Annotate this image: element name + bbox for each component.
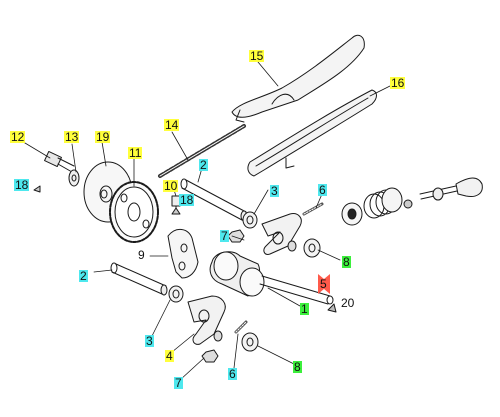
adjust-screw-lower [234, 320, 248, 334]
rocker-arm-upper [261, 213, 302, 255]
cam-plate [167, 229, 199, 279]
callout-1: 1 [300, 302, 309, 316]
timing-chain [158, 124, 246, 178]
callout-18-right: 18 [179, 193, 195, 207]
highlight-marker [318, 274, 330, 294]
callout-7-upper: 7 [220, 229, 229, 243]
callout-8-upper: 8 [342, 255, 351, 269]
callout-6-lower: 6 [228, 367, 237, 381]
callout-4: 4 [165, 349, 174, 363]
leader-lines [19, 61, 391, 381]
washer-part [68, 169, 80, 187]
callout-2-upper: 2 [199, 158, 208, 172]
callout-3-upper: 3 [270, 184, 279, 198]
callout-2-lower: 2 [79, 269, 88, 283]
washer-upper-right [303, 238, 321, 258]
callout-9: 9 [138, 248, 145, 262]
callout-12: 12 [10, 130, 26, 144]
callout-3-lower: 3 [145, 334, 154, 348]
callout-15: 15 [249, 49, 265, 63]
small-bolt [171, 195, 181, 215]
washer-lower [168, 285, 184, 303]
callout-7-lower: 7 [174, 376, 183, 390]
callout-8-lower: 8 [293, 360, 302, 374]
rocker-arm-lower [187, 295, 226, 345]
lock-nut-upper [227, 229, 245, 243]
callout-5: 5 [320, 277, 327, 291]
callout-14: 14 [164, 118, 180, 132]
dowel-pin [327, 303, 337, 313]
callout-16: 16 [390, 76, 406, 90]
pin-cone-left [33, 185, 41, 193]
washer-upper [242, 211, 258, 229]
rocker-shaft-lower [110, 262, 168, 296]
callout-18-left: 18 [14, 178, 30, 192]
callout-19: 19 [95, 130, 111, 144]
chain-tensioner-blade [247, 89, 377, 177]
toothed-sprocket [109, 181, 159, 243]
chain-guide-upper [231, 34, 365, 123]
bolt-part [44, 151, 75, 173]
callout-6-upper: 6 [318, 183, 327, 197]
camshaft [209, 251, 334, 305]
adjust-screw-upper [302, 202, 324, 216]
valve-assembly [341, 177, 483, 226]
lock-nut-lower [201, 349, 219, 363]
callout-11: 11 [128, 146, 143, 160]
callout-20: 20 [341, 296, 355, 310]
washer-lower-right [241, 332, 259, 352]
callout-10: 10 [163, 179, 179, 193]
callout-13: 13 [64, 130, 80, 144]
